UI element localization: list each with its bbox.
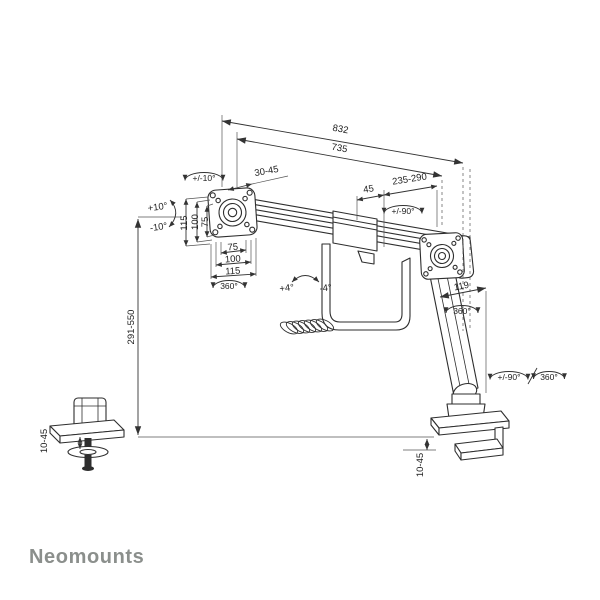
base-rotate-oval <box>531 371 567 380</box>
c-clamp-base <box>430 393 510 461</box>
dim-100-h-label: 100 <box>225 253 242 265</box>
level-arc <box>291 275 320 283</box>
tilt-range-oval <box>182 172 226 181</box>
dim-10-45-right-label: 10-45 <box>415 453 426 477</box>
oval-separator-slash <box>527 367 538 385</box>
dim-line-75-h <box>220 248 247 255</box>
dim-75-h-label: 75 <box>227 242 238 254</box>
dim-line-100-h <box>215 260 252 267</box>
dim-line-30-45 <box>227 183 253 191</box>
dim-line-45 <box>356 193 385 202</box>
crossbar-swivel-oval <box>381 205 425 214</box>
dim-735-label: 735 <box>331 142 349 156</box>
tilt-down-label: -10° <box>149 221 168 234</box>
tilt-range-label: +/-10° <box>192 173 215 183</box>
vesa-rotate-oval <box>210 280 248 289</box>
dim-line-115-h <box>210 271 257 280</box>
dim-45-label: 45 <box>363 183 375 196</box>
arm-rotate-oval <box>443 305 481 314</box>
dim-115-h-label: 115 <box>225 265 241 277</box>
dim-100-v-label: 100 <box>190 214 201 230</box>
dim-75-v-label: 75 <box>200 217 211 228</box>
rotation-indicators <box>168 172 567 385</box>
dim-832-label: 832 <box>332 123 350 137</box>
cable-hook-tube <box>321 243 411 331</box>
base-swivel-oval <box>487 371 531 380</box>
level-up-label: +4° <box>279 282 295 294</box>
vesa-plate-left <box>207 187 258 238</box>
tilt-up-label: +10° <box>147 201 168 215</box>
rail-slider-bracket <box>332 210 378 265</box>
labels: 832 735 30-45 115 100 75 75 100 115 45 2… <box>39 123 558 477</box>
dim-235-290-label: 235-290 <box>392 171 428 187</box>
cable-spiral <box>279 318 335 335</box>
monitor-arm-drawing <box>49 187 510 471</box>
base-swivel-label: +/-90° <box>497 372 520 382</box>
dimension-lines <box>77 119 487 451</box>
vesa-rotate-label: 360° <box>220 281 238 291</box>
tilt-arc <box>168 199 177 228</box>
dim-line-119 <box>439 286 487 299</box>
dim-119-label: 119 <box>453 280 470 294</box>
dim-line-735 <box>236 137 443 178</box>
dim-115-v-label: 115 <box>179 215 190 230</box>
grommet-base <box>49 397 125 471</box>
base-rotate-label: 360° <box>540 372 558 382</box>
dim-30-45-label: 30-45 <box>254 164 280 179</box>
arm-rotate-label: 360° <box>453 306 471 316</box>
dim-10-45-left-label: 10-45 <box>39 429 50 453</box>
vesa-plate-right <box>419 232 465 280</box>
dim-291-550-label: 291-550 <box>126 310 137 345</box>
level-down-label: -4° <box>319 282 333 294</box>
dim-line-235-290 <box>383 184 438 197</box>
crossbar-swivel-label: +/-90° <box>391 206 414 216</box>
brand-logo: Neomounts <box>29 546 144 568</box>
